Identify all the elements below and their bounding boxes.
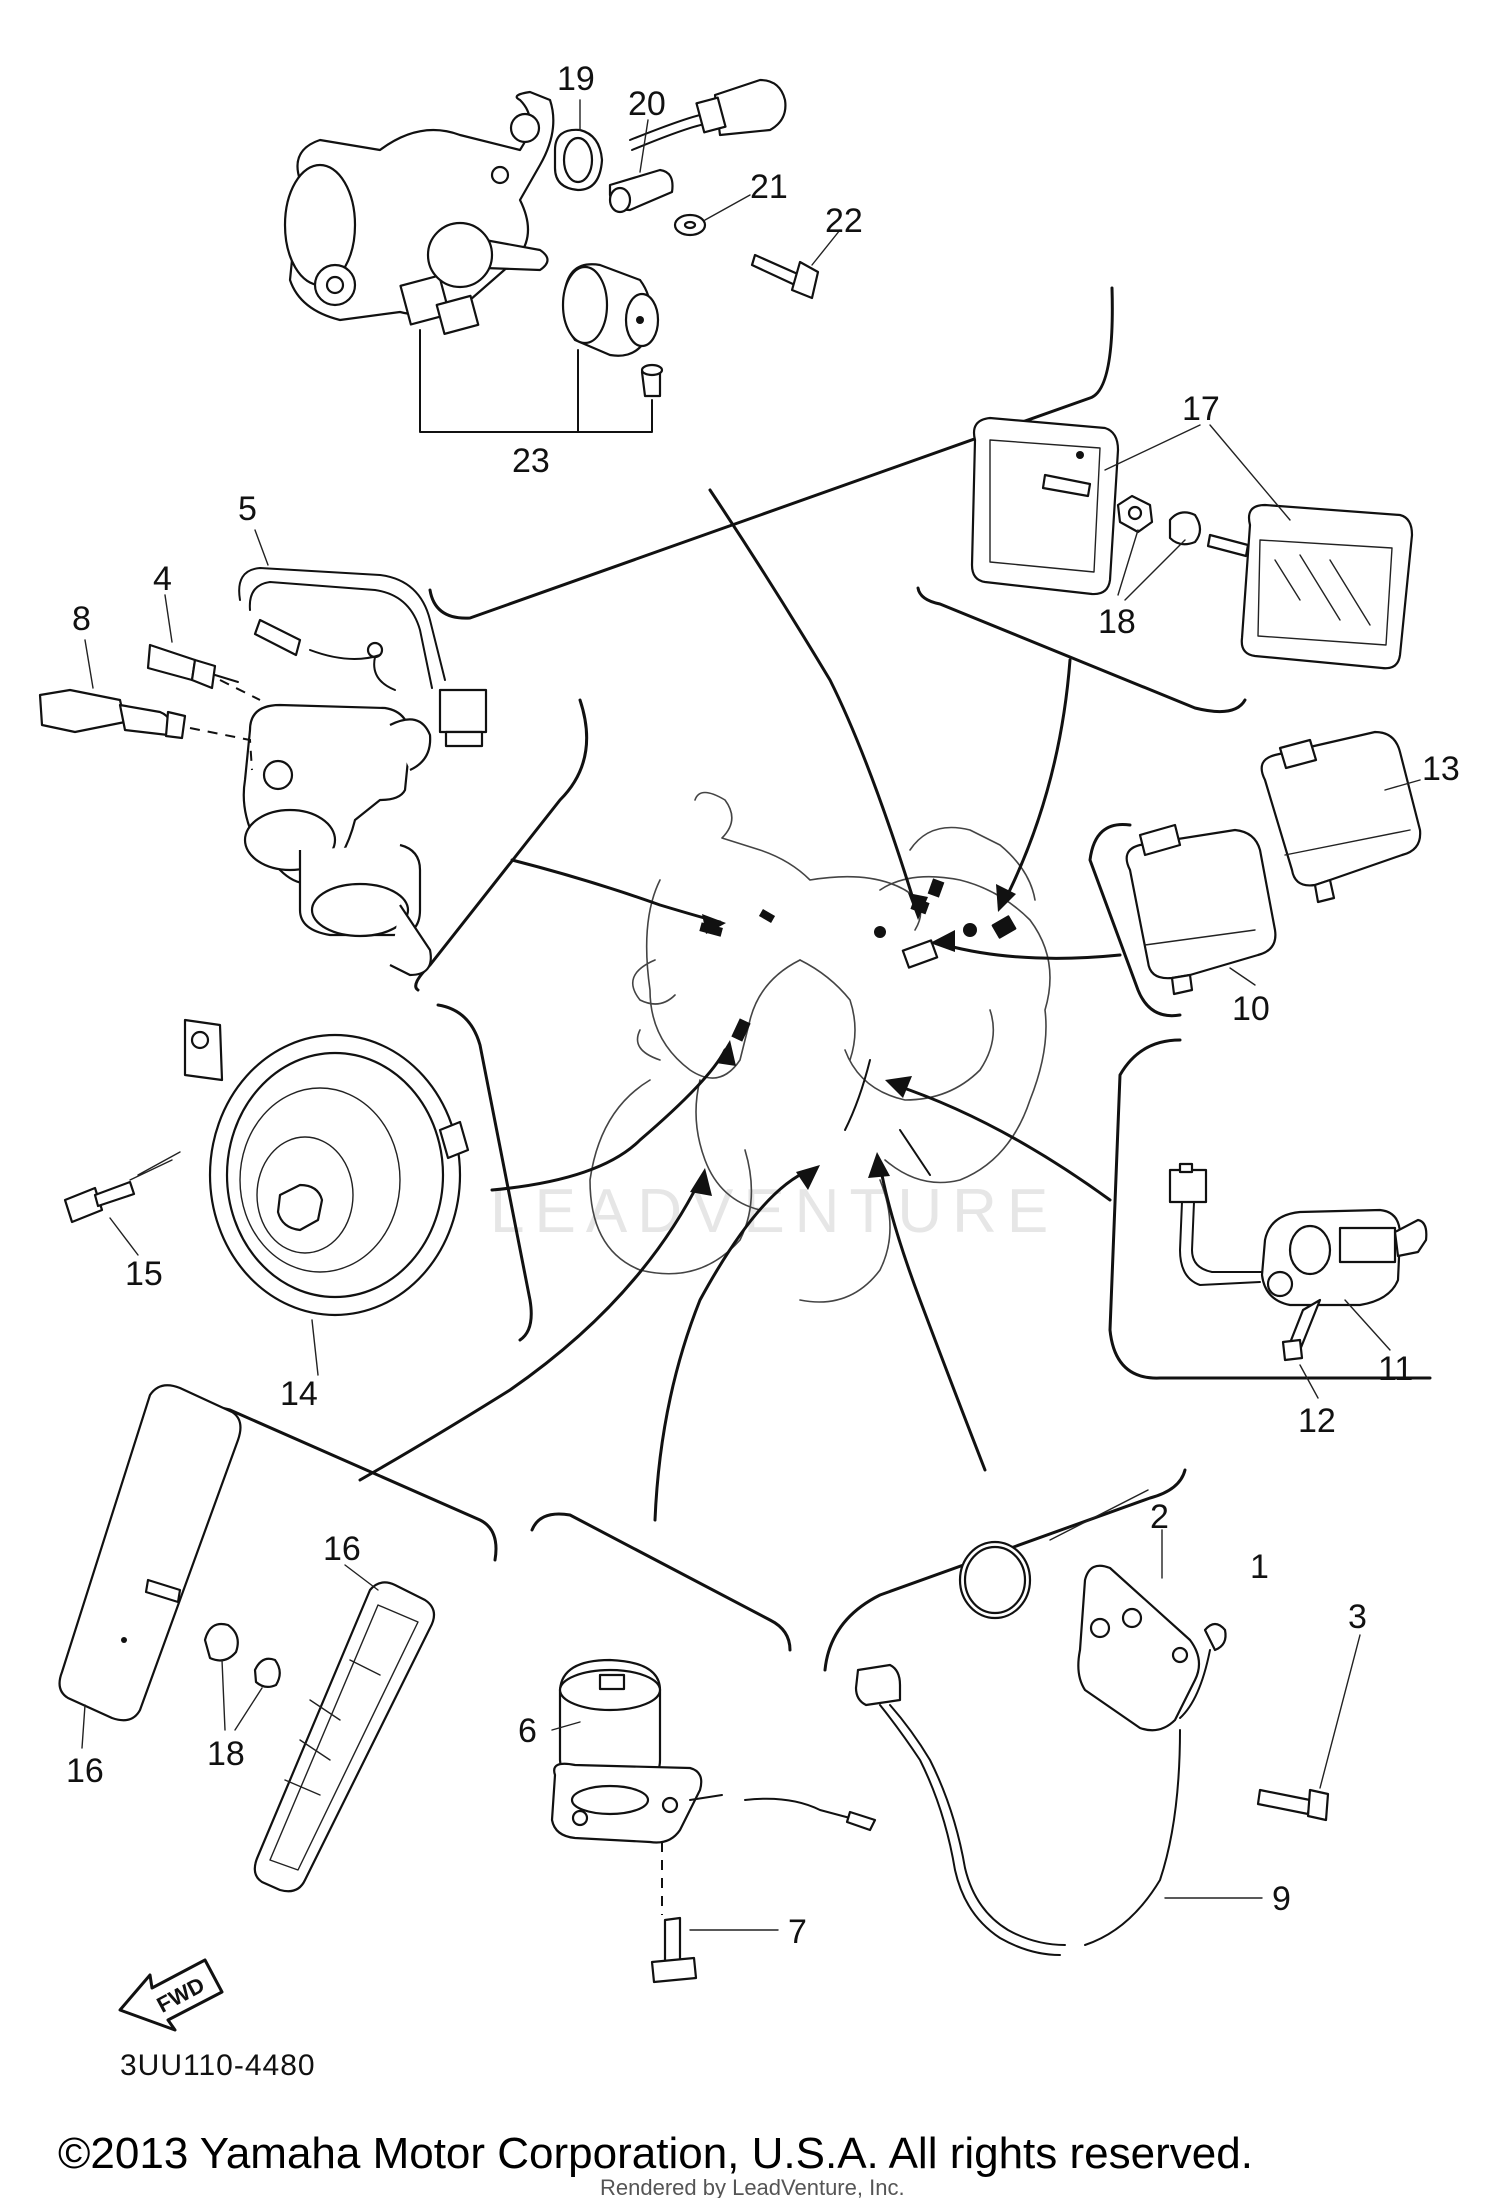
part-group-horn: [63, 1018, 470, 1376]
group-brackets: [176, 286, 1432, 1672]
callout-11: 11: [1378, 1350, 1413, 1388]
copyright-notice: ©2013 Yamaha Motor Corporation, U.S.A. A…: [58, 2129, 1253, 2178]
callout-1: 1: [1250, 1548, 1269, 1586]
part-group-side-switch: [1168, 1162, 1428, 1399]
callout-12: 12: [1298, 1402, 1336, 1440]
forward-arrow: FWD: [118, 1958, 224, 2032]
callout-8: 8: [72, 600, 91, 638]
callout-15: 15: [125, 1255, 163, 1293]
callout-23: 23: [512, 442, 550, 480]
callout-22: 22: [825, 202, 863, 240]
callout-20: 20: [628, 85, 666, 123]
part-group-speed-sensor: [283, 78, 841, 433]
callout-10: 10: [1232, 990, 1270, 1028]
callout-16-left: 16: [66, 1752, 104, 1790]
callout-2: 2: [1150, 1498, 1169, 1536]
callout-labels: 19 20 21 22 23 17 18 5 4 8 13 10 14 15 1…: [66, 60, 1460, 1951]
part-group-neutral-switch: [550, 1658, 877, 1984]
part-group-side-reflectors: [58, 1384, 436, 1893]
part-group-relays: [1125, 730, 1422, 996]
callout-5: 5: [238, 490, 257, 528]
part-group-rear-reflectors: [970, 416, 1414, 670]
callout-13: 13: [1422, 750, 1460, 788]
callout-14: 14: [280, 1375, 318, 1413]
watermark-text: LEADVENTURE: [490, 1177, 1058, 1246]
rendered-by-note: Rendered by LeadVenture, Inc.: [600, 2175, 905, 2198]
callout-18-top: 18: [1098, 603, 1136, 641]
callout-7: 7: [788, 1913, 807, 1951]
callout-19: 19: [557, 60, 595, 98]
part-group-temp-sensors: [38, 529, 488, 977]
part-group-pickup-coil: [854, 1489, 1361, 1956]
callout-21: 21: [750, 168, 788, 206]
callout-3: 3: [1348, 1598, 1367, 1636]
callout-16-right: 16: [323, 1530, 361, 1568]
lead-lines: [358, 488, 1122, 1522]
callout-4: 4: [153, 560, 172, 598]
diagram-code: 3UU110-4480: [120, 2049, 316, 2082]
callout-6: 6: [518, 1712, 537, 1750]
callout-9: 9: [1272, 1880, 1291, 1918]
callout-18-bottom: 18: [207, 1735, 245, 1773]
callout-17: 17: [1182, 390, 1220, 428]
